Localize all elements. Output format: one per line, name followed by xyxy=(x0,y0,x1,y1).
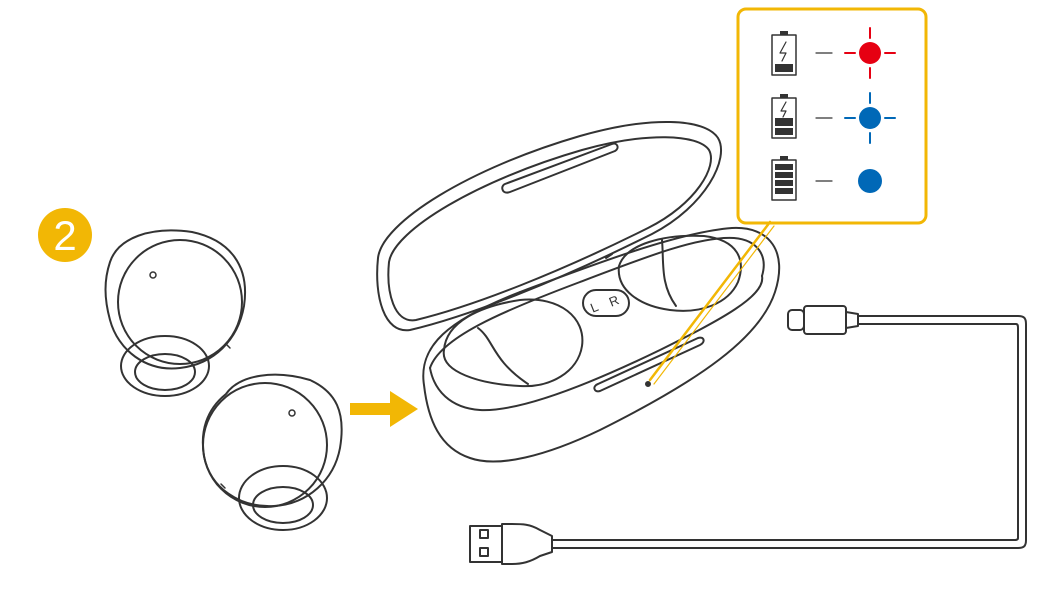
led-legend-box xyxy=(736,7,928,225)
battery-mid-charging-icon xyxy=(771,94,797,139)
battery-low-charging-icon xyxy=(771,31,797,76)
led-blue-solid-icon xyxy=(858,169,882,193)
battery-full-icon xyxy=(771,156,797,201)
led-red-flashing-icon xyxy=(844,27,896,79)
step-number-badge: 2 xyxy=(38,208,92,262)
earbud-left-icon xyxy=(104,229,246,397)
legend-row-mid-battery xyxy=(771,92,896,144)
usb-c-plug-icon xyxy=(787,305,859,335)
led-blue-flashing-icon xyxy=(844,92,896,144)
callout-leader xyxy=(648,220,772,382)
legend-row-full-battery xyxy=(771,156,882,201)
case-left-marker: L xyxy=(588,299,600,316)
earbud-right-icon xyxy=(201,373,343,531)
charging-case-icon: L R xyxy=(376,120,781,463)
legend-row-low-battery xyxy=(771,27,896,79)
case-right-marker: R xyxy=(607,292,621,309)
cable-icon xyxy=(551,315,1027,549)
step-number: 2 xyxy=(53,211,77,259)
arrow-right-icon xyxy=(350,391,418,427)
usb-a-plug-icon xyxy=(469,523,553,565)
